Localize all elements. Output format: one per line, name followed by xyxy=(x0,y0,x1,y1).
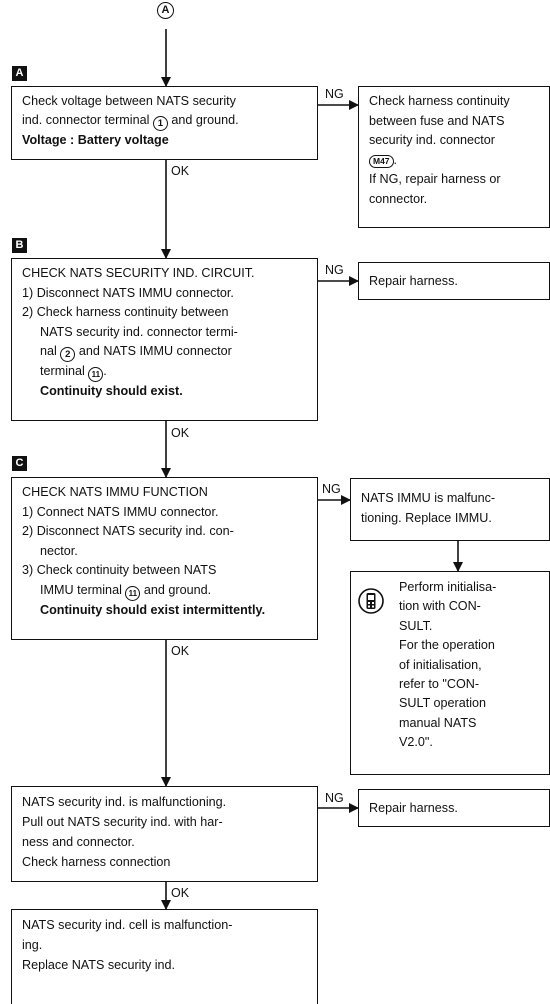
box-c-line6-pre: IMMU terminal xyxy=(40,582,122,597)
box-c-line6-post: and ground. xyxy=(143,582,212,597)
box-c-ng2-line3: SULT. xyxy=(399,618,433,633)
box-b-circuit-check: CHECK NATS SECURITY IND. CIRCUIT. 1) Dis… xyxy=(11,258,318,421)
box-c-ng2-line7: SULT operation xyxy=(399,696,487,711)
terminal-11-circle: 11 xyxy=(88,367,104,383)
box-c-ng2-line1: Perform initialisa- xyxy=(399,580,497,594)
box-a-ng-line5: If NG, repair harness or xyxy=(369,172,501,186)
step-a-badge: A xyxy=(12,66,27,81)
box-c-ok-label: OK xyxy=(171,644,190,658)
box-c-line4: nector. xyxy=(40,543,78,558)
box-b-line3: 2) Check harness continuity between xyxy=(22,305,229,320)
box-c-immu-function: CHECK NATS IMMU FUNCTION 1) Connect NATS… xyxy=(11,477,318,640)
box-b-line1: CHECK NATS SECURITY IND. CIRCUIT. xyxy=(22,266,255,280)
box-a-ng-line3: security ind. connector xyxy=(369,133,495,147)
box-c-ng-line1: NATS IMMU is malfunc- xyxy=(361,491,496,505)
box-c-ng2-line4: For the operation xyxy=(399,638,495,653)
terminal-2-circle: 2 xyxy=(60,347,76,363)
box-b-line6-pre: terminal xyxy=(40,364,85,379)
step-c-badge: C xyxy=(12,456,27,471)
box-c-line6: IMMU terminal 11 and ground. xyxy=(22,581,309,601)
step-b-badge: B xyxy=(12,238,27,253)
box-b-ng-label: NG xyxy=(325,263,344,277)
box-b-ng-line1: Repair harness. xyxy=(369,274,458,288)
box-c-line3: 2) Disconnect NATS security ind. con- xyxy=(22,524,234,539)
box-b-line5: nal 2 and NATS IMMU connector xyxy=(22,342,309,363)
box-d-ng-repair: Repair harness. xyxy=(358,789,550,827)
box-a-ng-connector-line: M47. xyxy=(369,151,541,171)
box-a-ng-label: NG xyxy=(325,87,344,101)
box-b-line4: NATS security ind. connector termi- xyxy=(40,324,238,339)
box-c-line2: 1) Connect NATS IMMU connector. xyxy=(22,504,219,519)
box-d-ng-label: NG xyxy=(325,791,344,805)
box-a-line2-post: and ground. xyxy=(171,113,239,127)
box-a-line2: ind. connector terminal 1 and ground. xyxy=(22,111,309,131)
box-c-ng2-line6: refer to "CON- xyxy=(399,677,480,692)
box-b-ok-label: OK xyxy=(171,426,190,440)
terminal-11-circle: 11 xyxy=(125,585,141,601)
box-d-line2: Pull out NATS security ind. with har- xyxy=(22,815,223,829)
step-c-label: C xyxy=(15,457,24,469)
box-b-line5-pre: nal xyxy=(40,344,57,359)
box-b-ng-repair: Repair harness. xyxy=(358,262,550,300)
terminal-1-circle: 1 xyxy=(152,116,168,131)
box-a-ng-line1: Check harness continuity xyxy=(369,94,510,108)
box-d-ok-label: OK xyxy=(171,886,190,900)
box-d-line1: NATS security ind. is malfunctioning. xyxy=(22,795,227,809)
connector-m47-badge: M47 xyxy=(369,154,394,168)
box-d-line3: ness and connector. xyxy=(22,835,135,849)
box-d-line4: Check harness connection xyxy=(22,855,171,869)
step-a-label: A xyxy=(15,67,24,79)
box-c-ng-replace-immu: NATS IMMU is malfunc- tioning. Replace I… xyxy=(350,478,550,541)
consult-tester-icon xyxy=(358,588,384,614)
box-a-ok-label: OK xyxy=(171,164,190,178)
box-b-line6: terminal 11. xyxy=(22,362,309,383)
box-c-ng2-line2: tion with CON- xyxy=(399,599,481,614)
box-a-check-voltage: Check voltage between NATS security ind.… xyxy=(11,86,318,160)
box-c-ng-line2: tioning. Replace IMMU. xyxy=(361,511,492,525)
box-c-ng2-line9: V2.0". xyxy=(399,735,433,750)
box-a-ng-harness-check: Check harness continuity between fuse an… xyxy=(358,86,550,228)
box-a-ng-line6: connector. xyxy=(369,191,428,206)
step-b-label: B xyxy=(15,239,24,251)
start-marker: A xyxy=(157,2,174,19)
box-a-line2-pre: ind. connector terminal xyxy=(22,113,150,127)
box-c-line1: CHECK NATS IMMU FUNCTION xyxy=(22,485,208,499)
box-e-line2: ing. xyxy=(22,938,43,952)
box-c-line5: 3) Check continuity between NATS xyxy=(22,563,217,578)
box-c-ng2-line5: of initialisation, xyxy=(399,657,482,672)
box-c-ng2-line8: manual NATS xyxy=(399,715,477,730)
box-b-line2: 1) Disconnect NATS IMMU connector. xyxy=(22,285,234,300)
box-a-line1: Check voltage between NATS security xyxy=(22,94,236,108)
box-e-line1: NATS security ind. cell is malfunction- xyxy=(22,918,233,932)
box-e-line3: Replace NATS security ind. xyxy=(22,958,176,972)
box-a-spec: Voltage : Battery voltage xyxy=(22,133,169,147)
start-marker-label: A xyxy=(161,4,170,16)
box-c-ng-label: NG xyxy=(322,482,341,496)
box-c-spec: Continuity should exist intermittently. xyxy=(40,602,266,617)
box-b-line5-post: and NATS IMMU connector xyxy=(78,344,232,359)
box-b-spec: Continuity should exist. xyxy=(40,384,183,399)
box-e-replace-indicator: NATS security ind. cell is malfunction- … xyxy=(11,909,318,1004)
box-d-indicator-malfunction: NATS security ind. is malfunctioning. Pu… xyxy=(11,786,318,882)
box-a-ng-line2: between fuse and NATS xyxy=(369,113,505,128)
box-c-ng-initialisation: Perform initialisa- tion with CON- SULT.… xyxy=(350,571,550,775)
box-d-ng-line1: Repair harness. xyxy=(369,801,458,815)
